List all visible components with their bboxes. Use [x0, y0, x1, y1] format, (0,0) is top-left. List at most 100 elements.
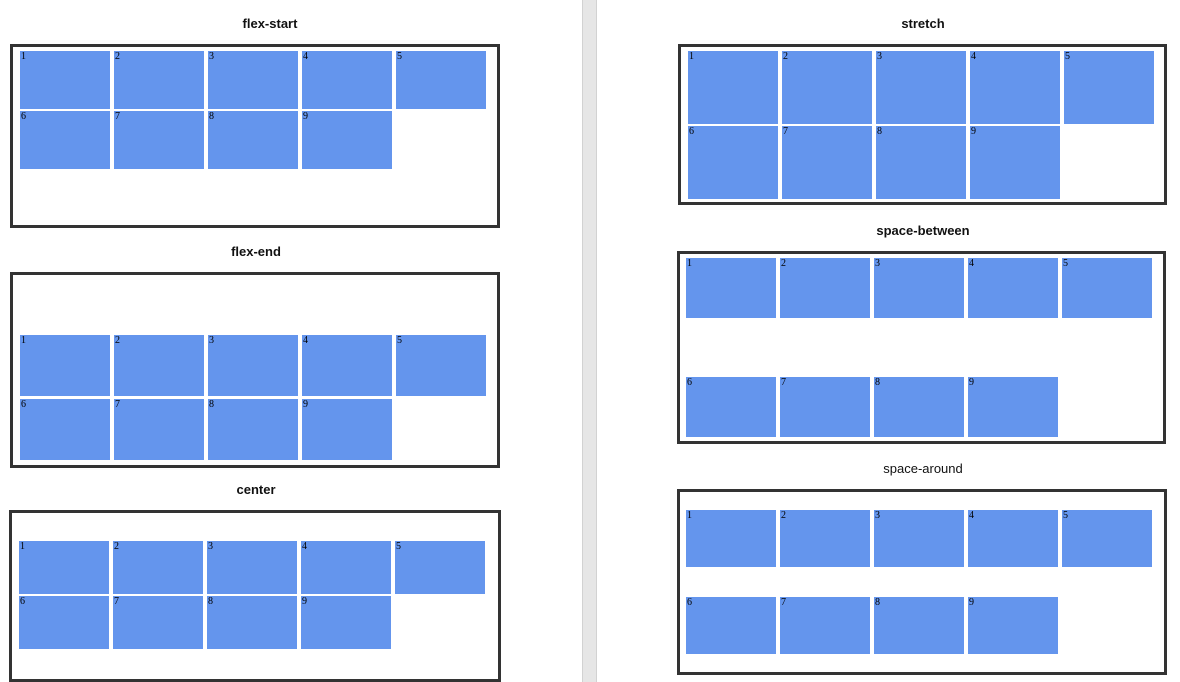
flex-item: 2 — [114, 51, 204, 109]
flex-item: 1 — [688, 51, 778, 124]
flex-item-label: 7 — [781, 377, 786, 388]
panel-title-space-between: space-between — [876, 223, 970, 238]
flex-item: 6 — [686, 377, 776, 437]
flex-item-label: 4 — [302, 541, 307, 552]
flex-item: 5 — [395, 541, 485, 594]
flex-item: 1 — [686, 510, 776, 567]
flex-item-label: 6 — [21, 111, 26, 122]
flex-item: 1 — [20, 335, 110, 396]
flex-item-label: 3 — [208, 541, 213, 552]
flex-item: 4 — [968, 510, 1058, 567]
flex-item: 5 — [396, 51, 486, 109]
flex-item: 7 — [114, 399, 204, 460]
flex-item-label: 1 — [687, 510, 692, 521]
flex-item-label: 5 — [1063, 258, 1068, 269]
flex-item-label: 9 — [969, 597, 974, 608]
flex-item-label: 5 — [397, 51, 402, 62]
flex-item: 8 — [874, 597, 964, 654]
flex-item: 7 — [782, 126, 872, 199]
flex-item-label: 5 — [396, 541, 401, 552]
flex-item-label: 5 — [397, 335, 402, 346]
flex-item: 2 — [782, 51, 872, 124]
flex-item-label: 6 — [687, 597, 692, 608]
flex-item-label: 2 — [783, 51, 788, 62]
flex-item: 3 — [207, 541, 297, 594]
flex-item: 2 — [113, 541, 203, 594]
flex-item-label: 9 — [971, 126, 976, 137]
flex-item-label: 3 — [209, 335, 214, 346]
flex-item: 6 — [686, 597, 776, 654]
flex-item-label: 1 — [20, 541, 25, 552]
flex-item: 9 — [968, 377, 1058, 437]
flex-item-label: 6 — [687, 377, 692, 388]
flex-item-label: 2 — [115, 51, 120, 62]
flex-item-label: 1 — [21, 51, 26, 62]
flex-item: 6 — [19, 596, 109, 649]
flex-item: 6 — [20, 111, 110, 169]
flex-item-label: 1 — [687, 258, 692, 269]
flex-item-label: 1 — [689, 51, 694, 62]
flex-item: 3 — [874, 258, 964, 318]
flex-item: 3 — [876, 51, 966, 124]
flex-item: 8 — [876, 126, 966, 199]
flex-item: 2 — [780, 510, 870, 567]
flex-item: 7 — [780, 597, 870, 654]
flex-item: 4 — [968, 258, 1058, 318]
panel-title-center: center — [236, 482, 276, 497]
flex-item: 7 — [114, 111, 204, 169]
flex-item: 6 — [20, 399, 110, 460]
flex-item-label: 8 — [875, 377, 880, 388]
flex-item-label: 4 — [969, 258, 974, 269]
flex-item: 5 — [1062, 258, 1152, 318]
flex-item-label: 6 — [689, 126, 694, 137]
flex-item-label: 8 — [877, 126, 882, 137]
flex-item: 8 — [207, 596, 297, 649]
flex-item: 4 — [302, 51, 392, 109]
flex-item: 3 — [208, 335, 298, 396]
flex-item: 3 — [874, 510, 964, 567]
flex-item: 7 — [780, 377, 870, 437]
flex-item: 1 — [19, 541, 109, 594]
flex-item-label: 3 — [875, 258, 880, 269]
flex-item: 8 — [874, 377, 964, 437]
flex-item: 9 — [302, 111, 392, 169]
flex-item-label: 7 — [781, 597, 786, 608]
flex-item: 1 — [20, 51, 110, 109]
flex-item-label: 2 — [114, 541, 119, 552]
flex-item-label: 6 — [20, 596, 25, 607]
flex-item-label: 7 — [783, 126, 788, 137]
flex-item-label: 4 — [303, 335, 308, 346]
panel-title-flex-end: flex-end — [231, 244, 281, 259]
flex-item: 5 — [1062, 510, 1152, 567]
flex-item-label: 3 — [875, 510, 880, 521]
flex-item: 9 — [301, 596, 391, 649]
flex-item-label: 8 — [208, 596, 213, 607]
flex-item-label: 9 — [969, 377, 974, 388]
flex-item-label: 7 — [115, 111, 120, 122]
flex-item-label: 9 — [302, 596, 307, 607]
panel-title-space-around: space-around — [883, 461, 963, 476]
flex-item-label: 7 — [115, 399, 120, 410]
flex-item: 5 — [1064, 51, 1154, 124]
page-divider — [582, 0, 597, 682]
flex-item-label: 2 — [115, 335, 120, 346]
flex-item-label: 4 — [971, 51, 976, 62]
panel-title-flex-start: flex-start — [242, 16, 298, 31]
flex-item: 9 — [302, 399, 392, 460]
flex-item-label: 8 — [875, 597, 880, 608]
flex-item: 6 — [688, 126, 778, 199]
flex-item-label: 5 — [1063, 510, 1068, 521]
flex-item: 9 — [968, 597, 1058, 654]
flex-item-label: 9 — [303, 111, 308, 122]
flex-item-label: 3 — [209, 51, 214, 62]
flex-item: 2 — [780, 258, 870, 318]
flex-item-label: 5 — [1065, 51, 1070, 62]
flex-item-label: 3 — [877, 51, 882, 62]
flex-item-label: 4 — [303, 51, 308, 62]
flex-item: 2 — [114, 335, 204, 396]
flex-item: 3 — [208, 51, 298, 109]
flex-item-label: 6 — [21, 399, 26, 410]
flex-item-label: 7 — [114, 596, 119, 607]
flex-item: 8 — [208, 111, 298, 169]
panel-title-stretch: stretch — [901, 16, 945, 31]
